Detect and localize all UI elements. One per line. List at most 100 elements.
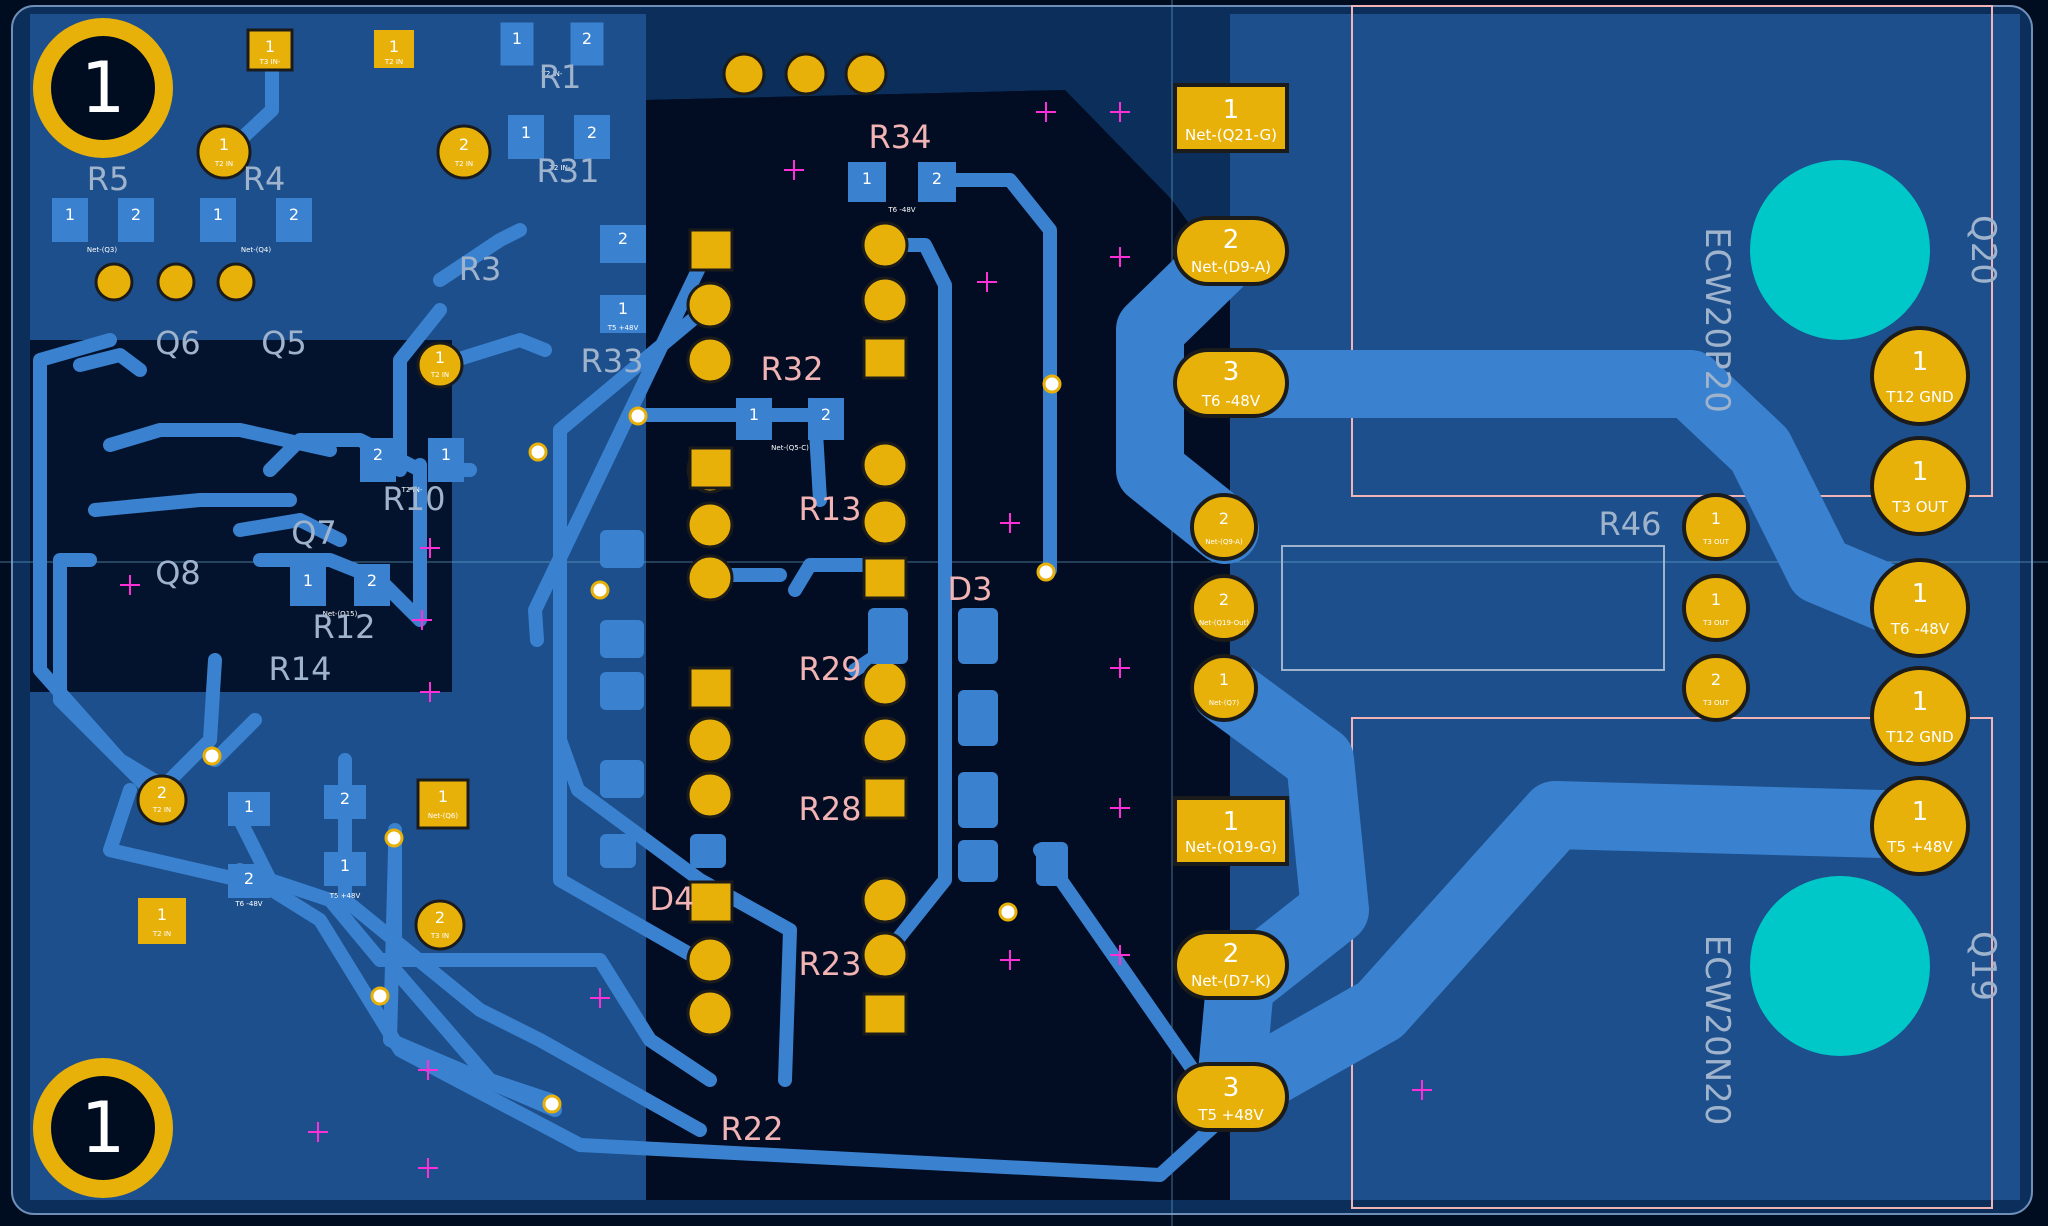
ref-r3: R3 xyxy=(459,250,502,288)
pad-q21-g[interactable]: 1 Net-(Q21-G) xyxy=(1173,83,1289,153)
q20-courtyard xyxy=(1351,5,1993,497)
pad-net-label: Net-(D7-K) xyxy=(1191,972,1271,990)
pad-d7-k[interactable]: 2 Net-(D7-K) xyxy=(1173,930,1289,1000)
small-pad-t2-in-c[interactable]: 1 T2 IN xyxy=(416,341,464,389)
pad-number: 2 xyxy=(1219,590,1229,609)
ref-r22: R22 xyxy=(721,1110,784,1148)
smd-footprint-r33[interactable]: 2 1 T5 +48V xyxy=(600,225,646,333)
smd-footprint-r1[interactable]: 1 2 T2 IN- xyxy=(499,21,605,78)
pad-number: 2 xyxy=(244,869,254,888)
ref-d3: D3 xyxy=(948,570,993,608)
terminal-t6-48v[interactable]: 1 T6 -48V xyxy=(1870,558,1970,658)
smd-footprint-r6[interactable]: 2 1 T5 +48V xyxy=(324,785,366,900)
pad-number: 1 xyxy=(618,299,628,318)
pad-number: 1 xyxy=(303,571,313,590)
ref-r10: R10 xyxy=(383,480,446,518)
pad-net-label: T3 OUT xyxy=(1702,619,1730,627)
pad-number: 1 xyxy=(1912,797,1929,827)
pad-net-label: T3 OUT xyxy=(1702,538,1730,546)
pad-number: 1 xyxy=(219,135,229,154)
keepout-zone-left xyxy=(30,340,452,692)
smd-footprint-r9[interactable]: 1 2 T6 -48V xyxy=(228,792,270,908)
pad-net-label: T5 +48V xyxy=(1197,1106,1264,1124)
component-center-markers xyxy=(120,102,1432,1178)
pad-net-label: T6 -48V xyxy=(1890,620,1950,638)
pad-number: 2 xyxy=(157,783,167,802)
r46-pad-4[interactable]: 2 Net-(Q9-A) xyxy=(1190,493,1258,561)
pad-net-label: T12 GND xyxy=(1885,728,1953,746)
small-pad-t2-in-a[interactable]: 1 T2 IN xyxy=(196,124,252,180)
smd-footprint-r4[interactable]: 1 2 Net-(Q4) xyxy=(200,198,312,254)
smd-footprint-r5[interactable]: 1 2 Net-(Q3) xyxy=(52,198,154,254)
terminal-t12-gnd-bottom[interactable]: 1 T12 GND xyxy=(1870,666,1970,766)
small-pad-t2-in-top[interactable]: 1 T2 IN xyxy=(374,30,414,68)
smd-footprint-r10[interactable]: 2 1 T2 IN- xyxy=(360,438,464,494)
small-pad-net-q6[interactable]: 1 Net-(Q6) xyxy=(416,778,470,830)
ref-r1: R1 xyxy=(539,58,582,96)
terminal-t3-out[interactable]: 1 T3 OUT xyxy=(1870,436,1970,536)
small-pad-t2-in-bottom[interactable]: 1 T2 IN xyxy=(138,898,186,944)
smd-footprint-r12[interactable]: 1 2 Net-(Q15) xyxy=(290,564,390,618)
pad-net-label: Net-(Q6) xyxy=(428,812,459,820)
small-pad-t2-in-b[interactable]: 2 T2 IN xyxy=(436,124,492,180)
pad-d9-a[interactable]: 2 Net-(D9-A) xyxy=(1173,216,1289,286)
r46-pad-6[interactable]: 1 Net-(Q7) xyxy=(1190,654,1258,722)
smd-footprint-r3[interactable]: 1 2 T2 IN- xyxy=(508,115,610,172)
pad-net-label: T2 IN xyxy=(152,806,171,814)
pad-number: 2 xyxy=(1219,509,1229,528)
r46-pad-2[interactable]: 1 T3 OUT xyxy=(1682,574,1750,642)
pad-number: 1 xyxy=(1711,509,1721,528)
pad-number: 1 xyxy=(512,29,522,48)
pad-net-label: T2 IN- xyxy=(541,70,563,78)
q20-value-label: ECW20P20 xyxy=(1697,227,1737,413)
r46-pad-3[interactable]: 2 T3 OUT xyxy=(1682,654,1750,722)
pad-q19-g[interactable]: 1 Net-(Q19-G) xyxy=(1173,796,1289,866)
small-pad-t2-in-d[interactable]: 2 T2 IN xyxy=(136,774,188,826)
pad-net-label: Net-(D9-A) xyxy=(1191,258,1271,276)
mounting-hole-bottom[interactable]: 1 xyxy=(33,1058,173,1198)
terminal-t5-48v[interactable]: 1 T5 +48V xyxy=(1870,776,1970,876)
vias xyxy=(202,374,1062,1114)
pad-net-label: Net-(Q4) xyxy=(241,246,272,254)
pad-net-label: T6 -48V xyxy=(887,206,915,214)
pad-number: 1 xyxy=(157,905,167,924)
pad-net-label: T3 IN xyxy=(430,932,449,940)
terminal-t12-gnd-top[interactable]: 1 T12 GND xyxy=(1870,326,1970,426)
q19-value-label: ECW20N20 xyxy=(1697,935,1737,1126)
small-pad-t3-in-bottom[interactable]: 2 T3 IN xyxy=(414,899,466,951)
pad-t6-48v[interactable]: 3 T6 -48V xyxy=(1173,348,1289,418)
small-pad-t3-in-top[interactable]: 1 T3 IN- xyxy=(246,28,294,72)
ref-q7: Q7 xyxy=(291,514,337,552)
pad-net-label: T3 IN- xyxy=(259,58,281,66)
mounting-hole-top-label: 1 xyxy=(81,47,126,129)
q19-ref-label: Q19 xyxy=(1963,931,2003,1001)
pad-net-label: Net-(Q21-G) xyxy=(1185,126,1277,144)
smd-footprint-r32[interactable]: 1 2 Net-(Q5-C) xyxy=(736,398,844,452)
pad-number: 1 xyxy=(389,37,399,56)
ref-r14: R14 xyxy=(269,650,332,688)
ref-r32: R32 xyxy=(761,350,824,388)
pad-number: 3 xyxy=(1223,357,1240,387)
pad-number: 2 xyxy=(373,445,383,464)
q20-heatsink-hole xyxy=(1750,160,1930,340)
pad-t5-48v[interactable]: 3 T5 +48V xyxy=(1173,1062,1289,1132)
ref-r12: R12 xyxy=(313,608,376,646)
r46-pad-5[interactable]: 2 Net-(Q19-Out) xyxy=(1190,574,1258,642)
pad-number: 2 xyxy=(435,908,445,927)
pad-net-label: Net-(Q19-G) xyxy=(1185,838,1277,856)
pad-number: 1 xyxy=(1912,457,1929,487)
r46-ref-label: R46 xyxy=(1599,505,1662,543)
pad-columns xyxy=(94,52,909,1037)
q20-ref-label: Q20 xyxy=(1963,215,2003,285)
diode-d4[interactable] xyxy=(600,530,726,868)
mounting-hole-top[interactable]: 1 xyxy=(33,18,173,158)
pad-net-label: Net-(Q3) xyxy=(87,246,118,254)
r46-pad-1[interactable]: 1 T3 OUT xyxy=(1682,493,1750,561)
smd-footprint-r34[interactable]: 1 2 T6 -48V xyxy=(848,162,956,214)
pad-number: 2 xyxy=(932,169,942,188)
pad-net-label: T6 -48V xyxy=(1201,392,1261,410)
diode-d3[interactable] xyxy=(868,608,1068,886)
reference-designators: R34 R32 R33 R31 R1 R5 R4 R3 Q6 Q5 R10 Q8… xyxy=(87,58,993,1148)
pad-number: 2 xyxy=(367,571,377,590)
